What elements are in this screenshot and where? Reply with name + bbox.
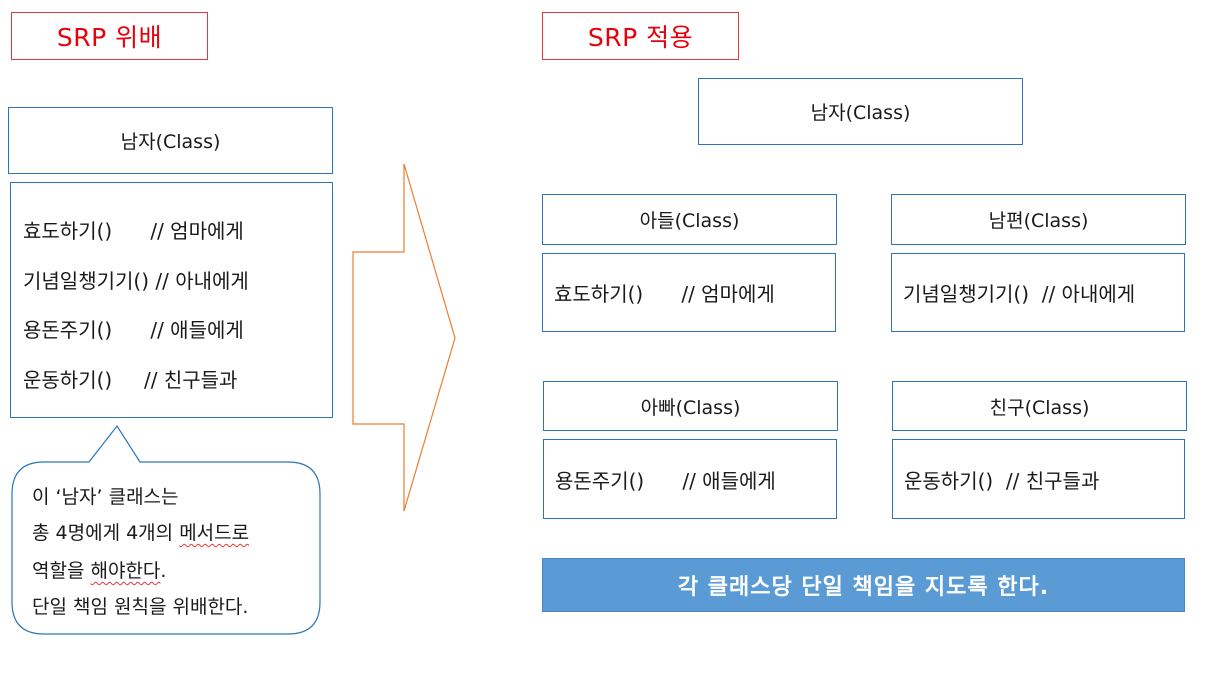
husband-class-label: 남편(Class) — [988, 210, 1089, 232]
husband-class-method: 기념일챙기기() // 아내에게 — [891, 253, 1185, 332]
son-class-header: 아들(Class) — [542, 194, 837, 245]
method-line: 효도하기() // 엄마에게 — [23, 219, 244, 243]
dad-method-text: 용돈주기() // 애들에게 — [555, 468, 776, 493]
man-class-label: 남자(Class) — [120, 131, 221, 153]
husband-class-header: 남편(Class) — [891, 194, 1186, 245]
summary-banner: 각 클래스당 단일 책임을 지도록 한다. — [542, 558, 1185, 612]
man-class-top: 남자(Class) — [698, 78, 1023, 145]
method-line: 기념일챙기기() // 아내에게 — [23, 269, 249, 293]
son-class-label: 아들(Class) — [639, 210, 740, 232]
friend-class-method: 운동하기() // 친구들과 — [892, 439, 1185, 519]
srp-applied-title: SRP 적용 — [542, 12, 739, 60]
dad-class-method: 용돈주기() // 애들에게 — [543, 439, 837, 519]
man-class-methods: 효도하기() // 엄마에게 기념일챙기기() // 아내에게 용돈주기() /… — [10, 182, 333, 418]
callout-line-2: 총 4명에게 4개의 메서드로 — [32, 522, 250, 544]
man-class-top-label: 남자(Class) — [810, 102, 911, 124]
friend-class-label: 친구(Class) — [989, 396, 1090, 419]
dad-class-header: 아빠(Class) — [543, 381, 838, 431]
method-line: 운동하기() // 친구들과 — [23, 368, 238, 392]
srp-violation-title: SRP 위배 — [11, 12, 208, 60]
transform-arrow-icon — [352, 163, 456, 512]
callout-line-3: 역할을 해야한다. — [32, 560, 167, 582]
friend-class-header: 친구(Class) — [892, 381, 1187, 431]
callout-bubble — [11, 424, 321, 635]
son-method-text: 효도하기() // 엄마에게 — [554, 282, 775, 306]
man-class-header: 남자(Class) — [8, 107, 333, 174]
callout-line-1: 이 ‘남자’ 클래스는 — [32, 486, 179, 508]
son-class-method: 효도하기() // 엄마에게 — [542, 253, 836, 332]
dad-class-label: 아빠(Class) — [640, 396, 741, 419]
husband-method-text: 기념일챙기기() // 아내에게 — [903, 282, 1136, 306]
friend-method-text: 운동하기() // 친구들과 — [904, 468, 1100, 493]
callout-line-4: 단일 책임 원칙을 위배한다. — [32, 596, 249, 618]
method-line: 용돈주기() // 애들에게 — [23, 318, 244, 342]
